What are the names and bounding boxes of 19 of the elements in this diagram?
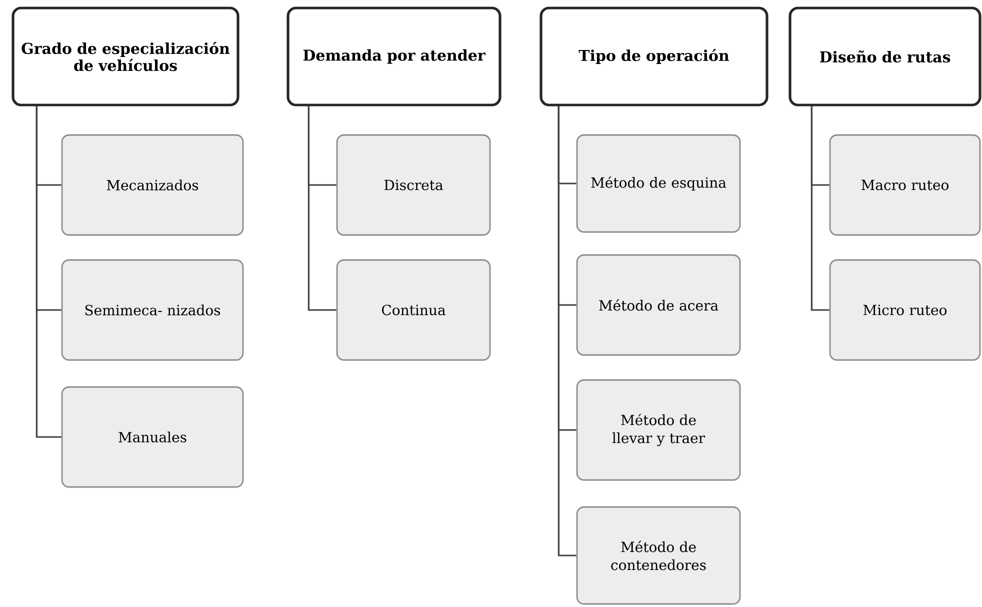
option-box: Mecanizados xyxy=(61,134,244,236)
option-box: Manuales xyxy=(61,386,244,488)
option-box: Macro ruteo xyxy=(829,134,981,236)
category-box: Demanda por atender xyxy=(286,6,502,106)
option-box: Método de contenedores xyxy=(576,506,741,605)
connector-line xyxy=(558,106,576,556)
connector-line xyxy=(36,106,62,438)
option-box: Discreta xyxy=(336,134,491,236)
option-box: Micro ruteo xyxy=(829,259,981,361)
connector-line xyxy=(810,106,830,311)
category-box: Grado de especialización de vehículos xyxy=(12,6,240,106)
category-box: Tipo de operación xyxy=(540,6,768,106)
option-box: Continua xyxy=(336,259,491,361)
option-box: Método de acera xyxy=(576,254,741,356)
option-box: Método de llevar y traer xyxy=(576,379,741,481)
option-box: Semimeca- nizados xyxy=(61,259,244,361)
option-box: Método de esquina xyxy=(576,134,741,233)
connector-line xyxy=(308,106,336,311)
category-box: Diseño de rutas xyxy=(788,6,982,106)
